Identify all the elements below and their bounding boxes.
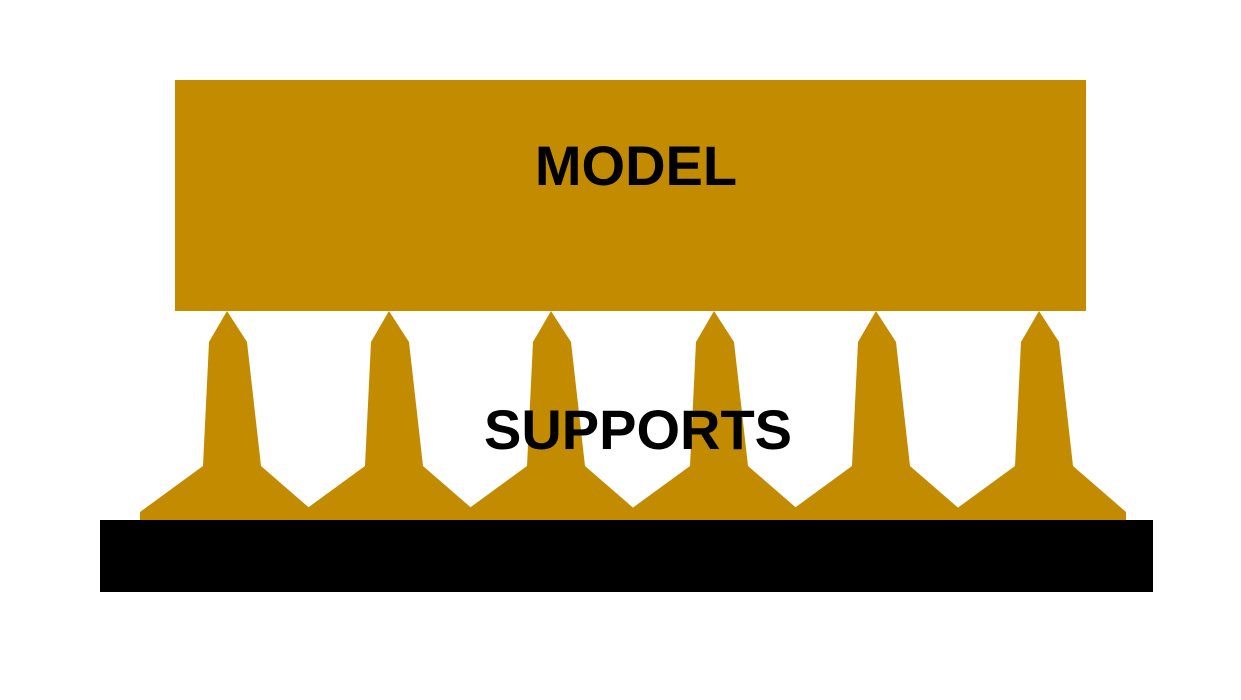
- supports-group: [140, 311, 1126, 521]
- support-peg: [952, 311, 1126, 521]
- support-peg: [464, 311, 638, 521]
- support-peg: [302, 311, 476, 521]
- model-label: MODEL: [534, 134, 738, 197]
- support-peg: [789, 311, 963, 521]
- supports-label: SUPPORTS: [483, 398, 793, 461]
- support-peg: [627, 311, 801, 521]
- model-block: [175, 80, 1086, 311]
- build-plate: [100, 520, 1153, 592]
- support-peg: [140, 311, 314, 521]
